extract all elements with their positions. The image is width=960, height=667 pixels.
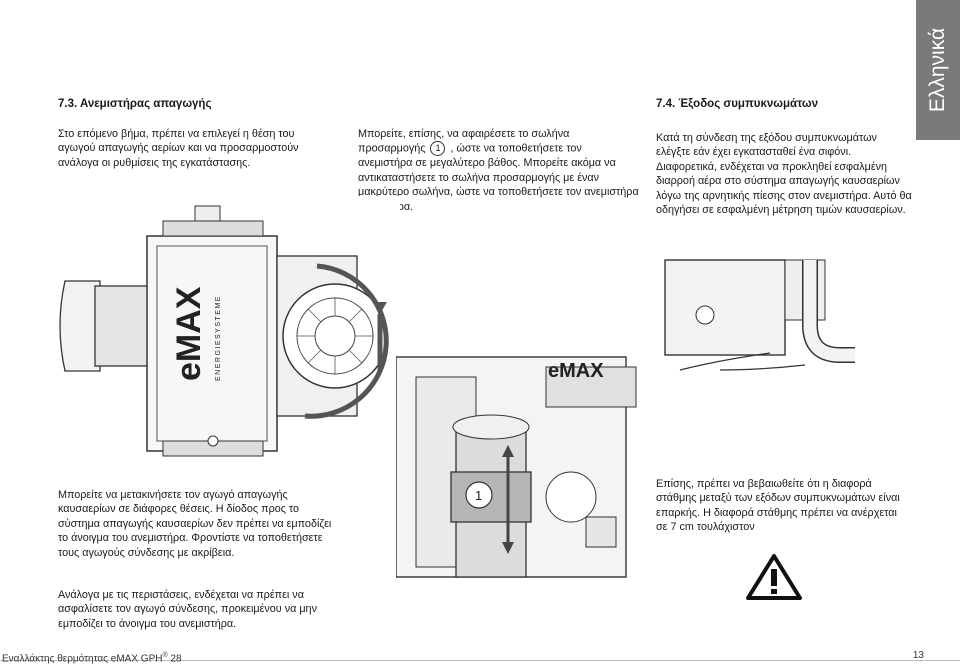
adapter-rest: ανεμιστήρα σε μεγαλύτερο βάθος. Μπορείτε… [358, 157, 639, 212]
brand-logo-left: eMAX [170, 286, 208, 381]
page-number: 13 [912, 650, 924, 661]
brand-logo-middle: eMAX [548, 360, 604, 382]
callout-marker-1: 1 [430, 141, 446, 157]
footer-rule [0, 660, 960, 661]
fan-figure-left: eMAX ENERGIESYSTEME [55, 196, 400, 466]
callout-1-label: 1 [475, 488, 482, 503]
warning-icon [746, 554, 802, 600]
footer-registered: ® [162, 652, 168, 659]
fan-figure-middle: eMAX 1 [396, 347, 646, 600]
section-7-4-body: Κατά τη σύνδεση της εξόδου συμπυκνωμάτων… [656, 132, 912, 217]
condensate-figure [660, 245, 860, 395]
section-7-3-intro: Στο επόμενο βήμα, πρέπει να επιλεγεί η θ… [58, 128, 299, 169]
adapter-line2: προσαρμογής 1 , ώστε να τοποθετήσετε τον [358, 141, 643, 157]
footer-num: 28 [170, 653, 182, 665]
level-difference-paragraph: Επίσης, πρέπει να βεβαιωθείτε ότι η διαφ… [656, 478, 900, 534]
adapter-line2-a: προσαρμογής [358, 142, 426, 155]
adapter-line2-b: , ώστε να τοποθετήσετε τον [450, 142, 582, 155]
footer-product: Εναλλάκτης θερμότητας eMAX GPH [2, 653, 163, 665]
footer-left: Εναλλάκτης θερμότητας eMAX GPH® 28 [2, 652, 182, 664]
duct-position-paragraph: Μπορείτε να μετακινήσετε τον αγωγό απαγω… [58, 489, 332, 559]
adapter-line1: Μπορείτε, επίσης, να αφαιρέσετε το σωλήν… [358, 128, 570, 140]
brand-sub-left: ENERGIESYSTEME [215, 295, 222, 381]
section-7-3-heading: 7.3. Ανεμιστήρας απαγωγής [58, 98, 212, 110]
language-tab-label: Ελληνικά [926, 27, 949, 113]
language-tab: Ελληνικά [916, 0, 960, 140]
duct-secure-paragraph: Ανάλογα με τις περιστάσεις, ενδέχεται να… [58, 589, 317, 630]
adapter-tube-paragraph: Μπορείτε, επίσης, να αφαιρέσετε το σωλήν… [358, 127, 643, 214]
section-7-4-heading: 7.4. Έξοδος συμπυκνωμάτων [656, 98, 819, 110]
